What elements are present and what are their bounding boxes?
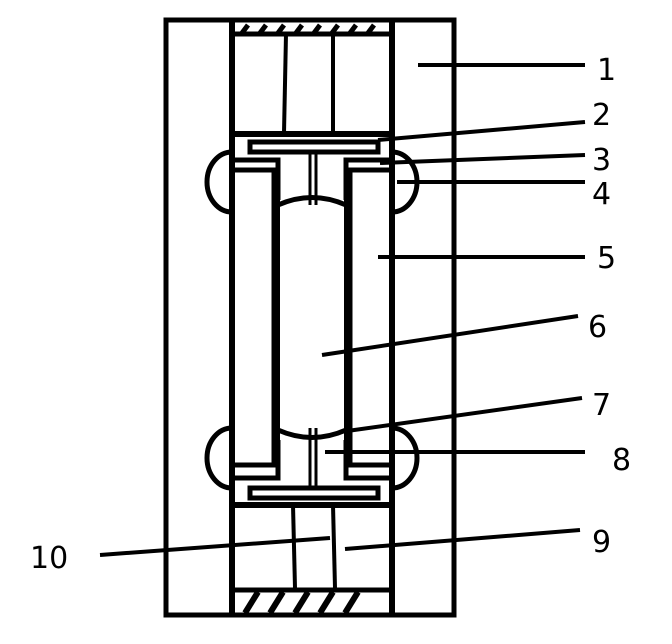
top-right-bracket xyxy=(343,157,392,200)
label-7: 7 xyxy=(592,388,611,423)
leader-3 xyxy=(379,153,586,165)
top-plate xyxy=(247,139,381,155)
leader-10 xyxy=(99,536,331,557)
bottom-right-bracket xyxy=(343,440,392,481)
bottom-plate xyxy=(247,485,381,501)
label-5: 5 xyxy=(597,241,616,276)
bottom-meniscus xyxy=(276,427,348,440)
label-9: 9 xyxy=(592,525,611,560)
label-8: 8 xyxy=(612,443,631,478)
left-electrode xyxy=(229,167,277,468)
top-meniscus xyxy=(276,195,348,208)
outer-housing xyxy=(163,17,457,618)
bottom-plate-divider-1 xyxy=(291,504,297,589)
label-4: 4 xyxy=(592,177,611,212)
top-left-bracket xyxy=(232,157,281,200)
leader-9 xyxy=(344,528,581,551)
top-plate-divider-1 xyxy=(282,33,288,134)
top-hatch xyxy=(240,23,376,35)
bottom-left-bulge xyxy=(204,425,233,491)
leader-2 xyxy=(377,120,586,142)
label-2: 2 xyxy=(592,98,611,133)
bottom-left-bracket xyxy=(232,440,281,481)
label-1: 1 xyxy=(597,53,616,88)
leader-6 xyxy=(321,314,579,357)
label-10: 10 xyxy=(30,541,68,576)
label-3: 3 xyxy=(592,143,611,178)
leader-7 xyxy=(339,396,583,434)
bottom-plate-divider-2 xyxy=(331,504,337,589)
bottom-hatch xyxy=(242,590,361,615)
top-left-bulge xyxy=(204,149,233,215)
right-electrode xyxy=(347,167,395,468)
label-6: 6 xyxy=(588,310,607,345)
bottom-right-bulge xyxy=(391,425,420,491)
